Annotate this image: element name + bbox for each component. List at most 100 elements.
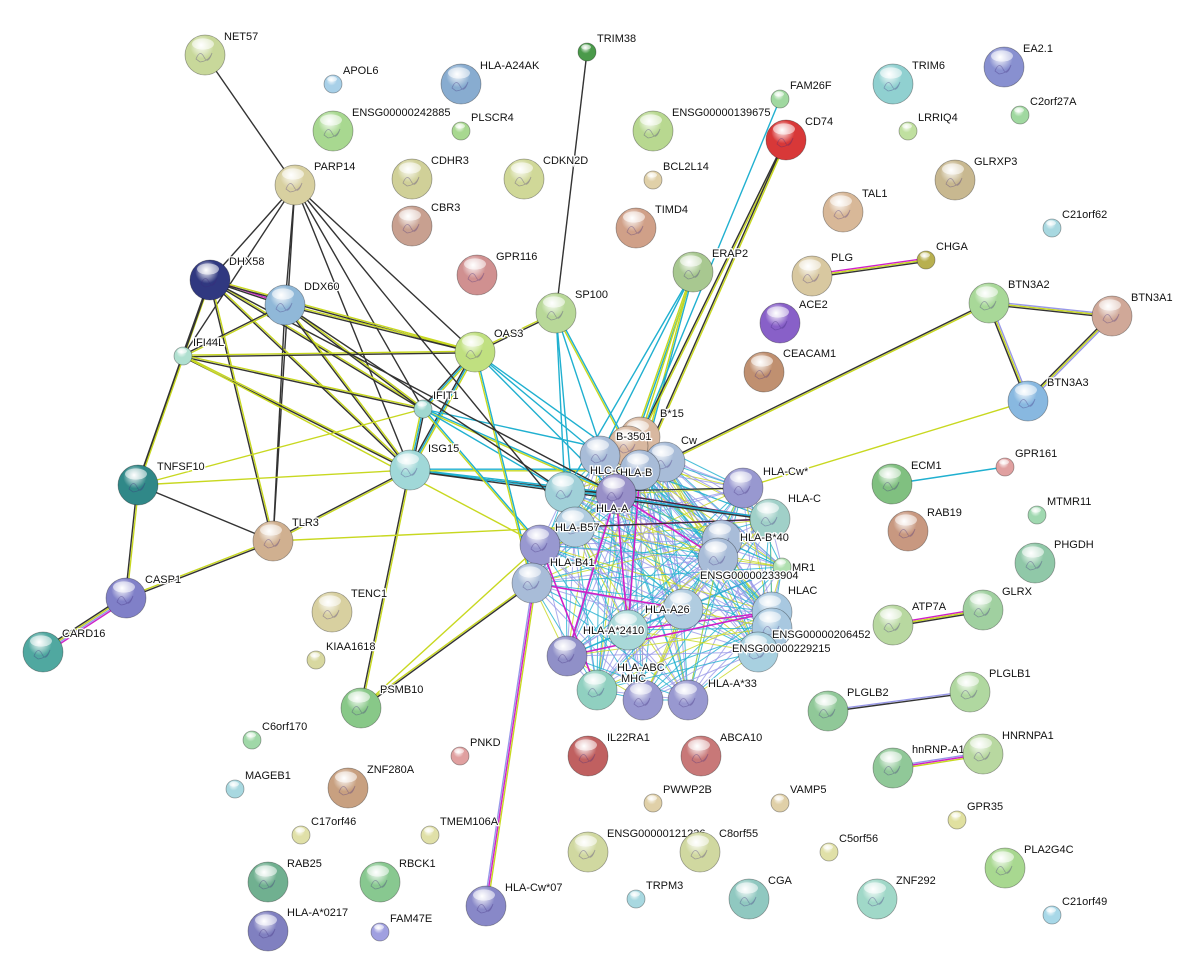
node-fam47e[interactable]: FAM47E bbox=[370, 912, 433, 942]
node-cdkn2d[interactable]: CDKN2D bbox=[503, 154, 590, 200]
node-hnrnpa1[interactable]: HNRNPA1 bbox=[962, 729, 1055, 775]
node-ensg00000229215[interactable]: ENSG00000229215 bbox=[731, 631, 832, 673]
node-gpr116[interactable]: GPR116 bbox=[456, 250, 539, 296]
node-lrriq4[interactable]: LRRIQ4 bbox=[898, 111, 959, 141]
sphere-highlight bbox=[260, 524, 282, 536]
node-ace2[interactable]: ACE2 bbox=[759, 298, 829, 344]
node-tal1[interactable]: TAL1 bbox=[822, 187, 889, 233]
node-hnrnp-a1[interactable]: hnRNP-A1 bbox=[872, 743, 966, 789]
node-ensg00000233904[interactable]: ENSG00000233904 bbox=[697, 537, 800, 583]
node-ifit1[interactable]: IFIT1 bbox=[413, 389, 460, 419]
node-c21orf62[interactable]: C21orf62 bbox=[1042, 208, 1109, 238]
node-btn3a2[interactable]: BTN3A2 bbox=[968, 278, 1051, 324]
node-ddx60[interactable]: DDX60 bbox=[264, 280, 341, 326]
node-pnkd[interactable]: PNKD bbox=[450, 736, 502, 766]
node-bcl2l14[interactable]: BCL2L14 bbox=[643, 160, 710, 190]
node-hla-a24ak[interactable]: HLA-A24AK bbox=[440, 59, 541, 105]
node-hla-abc[interactable]: HLA-ABC bbox=[576, 661, 666, 711]
node-c8orf55[interactable]: C8orf55 bbox=[679, 827, 759, 873]
node-znf280a[interactable]: ZNF280A bbox=[327, 763, 416, 809]
node-ensg00000242885[interactable]: ENSG00000242885 bbox=[312, 106, 452, 152]
node-cga[interactable]: CGA bbox=[728, 874, 794, 920]
node-hla-purple[interactable] bbox=[546, 635, 588, 677]
node-hla-a-2410[interactable]: HLA-A*2410 bbox=[582, 609, 649, 651]
node-ensg00000121236[interactable]: ENSG00000121236 bbox=[567, 827, 707, 873]
node-hla-a[interactable]: HLA-A bbox=[595, 473, 637, 516]
node-hla-cw-07[interactable]: HLA-Cw*07 bbox=[465, 881, 564, 927]
node-c21orf49[interactable]: C21orf49 bbox=[1042, 895, 1109, 925]
node-chga[interactable]: CHGA bbox=[916, 240, 970, 270]
protein-structure-icon bbox=[578, 849, 596, 860]
node-kiaa1618[interactable]: KIAA1618 bbox=[306, 640, 377, 670]
node-ceacam1[interactable]: CEACAM1 bbox=[743, 347, 837, 393]
node-pwwp2b[interactable]: PWWP2B bbox=[643, 783, 713, 813]
node-vamp5[interactable]: VAMP5 bbox=[770, 783, 828, 813]
node-phgdh[interactable]: PHGDH bbox=[1014, 538, 1095, 584]
node-hla-cw-[interactable]: HLA-Cw* bbox=[722, 465, 810, 509]
node-mr1[interactable]: MR1 bbox=[772, 557, 816, 577]
node-tmem106a[interactable]: TMEM106A bbox=[420, 815, 500, 845]
node-apol6[interactable]: APOL6 bbox=[323, 64, 380, 94]
node-mhc[interactable]: MHC bbox=[620, 672, 664, 721]
node-isg15[interactable]: ISG15 bbox=[389, 442, 460, 491]
node-tnfsf10[interactable]: TNFSF10 bbox=[117, 460, 206, 506]
node-btn3a3[interactable]: BTN3A3 bbox=[1007, 376, 1090, 422]
node-sp100[interactable]: SP100 bbox=[535, 288, 609, 334]
node-gpr161[interactable]: GPR161 bbox=[995, 447, 1058, 477]
node-cbr3[interactable]: CBR3 bbox=[391, 201, 462, 247]
node-ecm1[interactable]: ECM1 bbox=[871, 459, 943, 505]
node-c17orf46[interactable]: C17orf46 bbox=[291, 815, 358, 845]
node-hla-a26[interactable]: HLA-A26 bbox=[644, 588, 704, 630]
node-dhx58[interactable]: DHX58 bbox=[189, 255, 266, 301]
node-casp1[interactable]: CASP1 bbox=[105, 573, 182, 619]
node-mtmr11[interactable]: MTMR11 bbox=[1027, 495, 1093, 525]
node-hla-b41[interactable]: HLA-B41 bbox=[519, 524, 596, 570]
node-rab19[interactable]: RAB19 bbox=[887, 506, 963, 552]
node-tenc1[interactable]: TENC1 bbox=[311, 587, 388, 633]
node-hla-a-33[interactable]: HLA-A*33 bbox=[667, 677, 758, 721]
edge-textmining bbox=[360, 544, 541, 709]
node-hla-blue[interactable] bbox=[511, 562, 553, 604]
node-glrx[interactable]: GLRX bbox=[962, 585, 1034, 631]
node-parp14[interactable]: PARP14 bbox=[274, 160, 357, 206]
node-erap2[interactable]: ERAP2 bbox=[672, 247, 749, 293]
node-card16[interactable]: CARD16 bbox=[22, 627, 107, 673]
node-c5orf56[interactable]: C5orf56 bbox=[819, 832, 879, 862]
node-pla2g4c[interactable]: PLA2G4C bbox=[984, 843, 1075, 889]
node-cdhr3[interactable]: CDHR3 bbox=[391, 154, 470, 200]
node-atp7a[interactable]: ATP7A bbox=[872, 600, 948, 646]
protein-structure-icon bbox=[973, 751, 991, 762]
node-plglb2[interactable]: PLGLB2 bbox=[807, 686, 890, 732]
node-cd74[interactable]: CD74 bbox=[765, 115, 834, 161]
node-hla-c[interactable]: HLA-C bbox=[749, 492, 822, 540]
node-c2orf27a[interactable]: C2orf27A bbox=[1010, 95, 1078, 125]
node-ensg00000139675[interactable]: ENSG00000139675 bbox=[632, 106, 772, 152]
node-ea2-1[interactable]: EA2.1 bbox=[983, 42, 1054, 88]
node-trpm3[interactable]: TRPM3 bbox=[626, 879, 685, 909]
node-ifi44l[interactable]: IFI44L bbox=[173, 336, 225, 366]
node-znf292[interactable]: ZNF292 bbox=[856, 874, 937, 920]
node-trim6[interactable]: TRIM6 bbox=[872, 59, 946, 105]
node-hla-teal[interactable] bbox=[544, 471, 586, 513]
node-fam26f[interactable]: FAM26F bbox=[770, 79, 833, 109]
node-timd4[interactable]: TIMD4 bbox=[615, 203, 689, 249]
node-hla-b57[interactable]: HLA-B57 bbox=[554, 506, 601, 548]
node-oas3[interactable]: OAS3 bbox=[454, 327, 525, 373]
node-c6orf170[interactable]: C6orf170 bbox=[242, 720, 309, 750]
node-plscr4[interactable]: PLSCR4 bbox=[451, 111, 515, 141]
node-hla-a-0217[interactable]: HLA-A*0217 bbox=[247, 906, 349, 952]
node-il22ra1[interactable]: IL22RA1 bbox=[567, 731, 651, 777]
node-abca10[interactable]: ABCA10 bbox=[680, 731, 763, 777]
node-mageb1[interactable]: MAGEB1 bbox=[225, 769, 292, 799]
node-btn3a1[interactable]: BTN3A1 bbox=[1091, 291, 1174, 337]
node-rbck1[interactable]: RBCK1 bbox=[359, 857, 437, 903]
node-gpr35[interactable]: GPR35 bbox=[947, 800, 1004, 830]
node-plglb1[interactable]: PLGLB1 bbox=[949, 667, 1032, 713]
node-rab25[interactable]: RAB25 bbox=[247, 857, 323, 903]
node-trim38[interactable]: TRIM38 bbox=[577, 32, 637, 62]
node-net57[interactable]: NET57 bbox=[184, 30, 260, 76]
node-psmb10[interactable]: PSMB10 bbox=[340, 683, 425, 729]
node-plg[interactable]: PLG bbox=[791, 251, 854, 297]
node-tlr3[interactable]: TLR3 bbox=[252, 516, 320, 562]
node-glrxp3[interactable]: GLRXP3 bbox=[934, 155, 1019, 201]
